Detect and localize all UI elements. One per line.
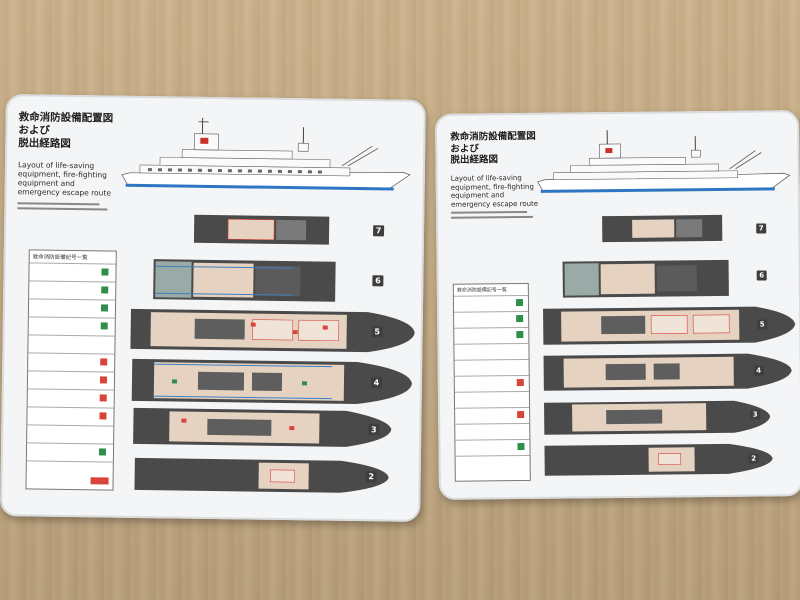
deck-6-plan	[562, 259, 729, 298]
deck-number-badge: 6	[756, 270, 767, 281]
deck-number-badge: 2	[748, 453, 759, 464]
deck-number-badge: 5	[757, 319, 768, 330]
deck-2-plan	[134, 457, 389, 493]
deck-7-plan	[602, 214, 723, 243]
deck-6-plan	[153, 259, 336, 302]
deck-5-plan	[130, 308, 415, 353]
deck-number-badge: 7	[756, 223, 767, 234]
deck-3-plan	[133, 407, 392, 447]
deck-plans	[130, 214, 415, 493]
deck-3-plan	[544, 400, 771, 435]
ship-side-elevation	[537, 130, 791, 193]
ship-side-elevation	[121, 117, 411, 191]
deck-7-plan	[193, 214, 330, 245]
deck-5-plan	[543, 306, 796, 345]
deck-2-plan	[544, 443, 773, 476]
deck-number-badge: 4	[753, 365, 764, 376]
deck-number-badge: 4	[370, 377, 383, 389]
deck-number-badge: 2	[365, 471, 377, 483]
escape-route-sign-left: 救命消防設備配置図 および 脱出経路図 Layout of life-savin…	[0, 94, 426, 522]
deck-number-badge: 7	[373, 225, 385, 237]
deck-4-plan	[131, 358, 412, 405]
escape-route-sign-right: 救命消防設備配置図 および 脱出経路図 Layout of life-savin…	[434, 110, 800, 500]
deck-number-badge: 6	[372, 275, 384, 287]
deck-4-plan	[543, 353, 792, 391]
deck-number-badge: 5	[371, 326, 383, 338]
deck-number-badge: 3	[750, 409, 761, 420]
deck-plans	[543, 214, 796, 476]
deck-number-badge: 3	[368, 424, 380, 436]
